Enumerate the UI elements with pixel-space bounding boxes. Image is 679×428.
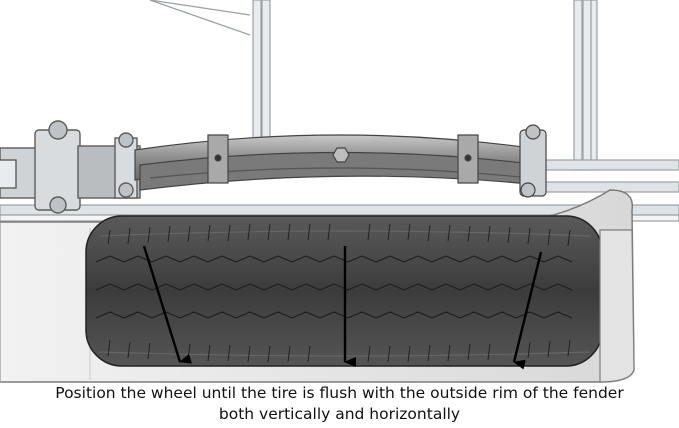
alignment-arrows xyxy=(142,245,543,370)
arrow-left xyxy=(142,245,192,364)
caption-line-2: both vertically and horizontally xyxy=(218,405,461,423)
tire-sipes xyxy=(107,223,571,363)
spring-hanger xyxy=(0,120,141,214)
caption-line-1: Position the wheel until the tire is flu… xyxy=(55,384,624,402)
arrow-right xyxy=(512,251,543,370)
instruction-caption: Position the wheel until the tire is flu… xyxy=(0,383,679,425)
fender-rim xyxy=(599,229,635,383)
leaf-spring xyxy=(134,124,547,198)
